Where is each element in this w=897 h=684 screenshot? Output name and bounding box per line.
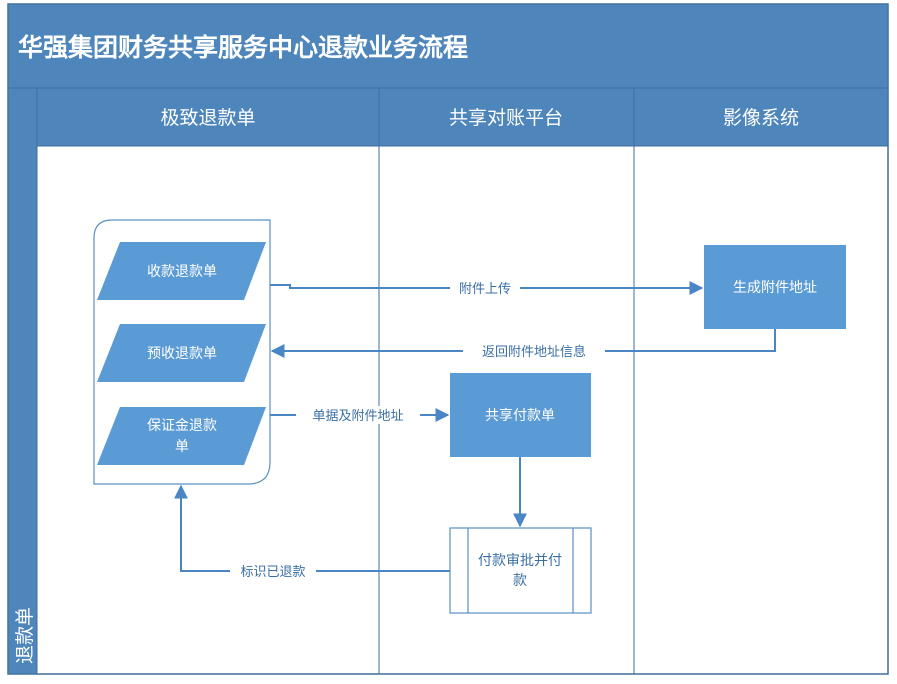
- node-approve-pay-label-2: 款: [513, 573, 527, 589]
- node-gen-attachment-label: 生成附件地址: [733, 280, 817, 296]
- edge-mark-refunded: [174, 484, 450, 572]
- edge-doc-addr-label: 单据及附件地址: [312, 409, 403, 424]
- diagram-title: 华强集团财务共享服务中心退款业务流程: [18, 33, 468, 62]
- node-shared-payment-label: 共享付款单: [485, 407, 555, 424]
- node-refund-deposit-label-2: 单: [175, 439, 189, 455]
- edge-upload-label-bg: [450, 279, 520, 297]
- node-refund-deposit[interactable]: [97, 407, 266, 465]
- node-refund-deposit-label-1: 保证金退款: [147, 418, 217, 434]
- lane-header-reconcile: [378, 87, 635, 147]
- edge-return-info-label-bg: [463, 342, 605, 360]
- lane-label-image: 影像系统: [723, 107, 799, 129]
- node-refund-prepaid-label: 预收退款单: [147, 346, 217, 362]
- node-gen-attachment[interactable]: [704, 245, 846, 329]
- node-refund-prepaid[interactable]: [97, 324, 266, 382]
- row-header: [7, 87, 38, 675]
- edge-doc-addr-label-bg: [296, 406, 420, 424]
- lane-header-image: [633, 87, 889, 147]
- node-approve-pay[interactable]: [449, 527, 592, 614]
- node-refund-receipt[interactable]: [97, 242, 266, 300]
- lane-header-refund: [36, 87, 380, 147]
- row-label: 退款单: [14, 607, 36, 664]
- edge-mark-refunded-label-bg: [230, 562, 316, 580]
- lane-label-reconcile: 共享对账平台: [449, 107, 563, 129]
- edge-upload-label: 附件上传: [459, 282, 511, 297]
- edge-return-info-label: 返回附件地址信息: [482, 344, 586, 360]
- edge-mark-refunded-label: 标识已退款: [240, 565, 305, 580]
- edge-return-info: [270, 329, 776, 358]
- node-approve-pay-label-1: 付款审批并付: [478, 553, 562, 569]
- node-shared-payment[interactable]: [450, 373, 591, 457]
- node-refund-receipt-label: 收款退款单: [147, 264, 217, 280]
- lane-label-refund: 极致退款单: [160, 107, 255, 129]
- title-bar: [7, 3, 889, 89]
